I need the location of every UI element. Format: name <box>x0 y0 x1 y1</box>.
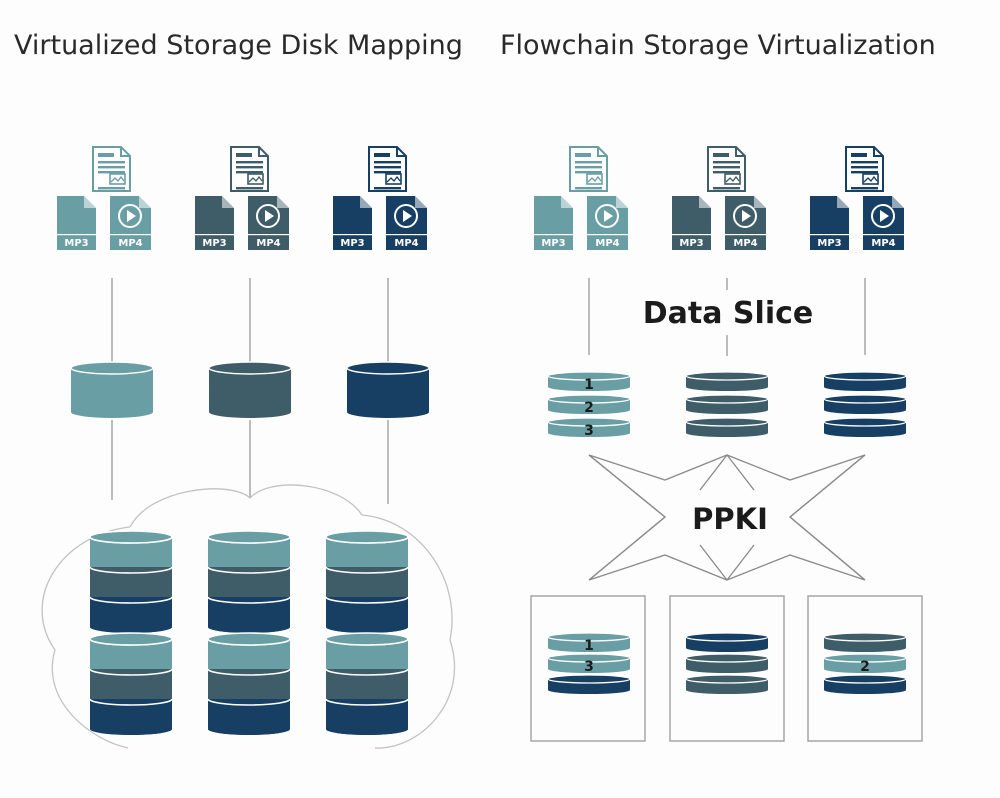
slice-number: 1 <box>584 638 594 654</box>
mp3-file-icon: MP3 <box>195 196 234 250</box>
disk-layer: 2 <box>547 394 631 416</box>
title-virtualized-storage: Virtualized Storage Disk Mapping <box>14 30 463 61</box>
disk-layer <box>823 674 907 694</box>
disk-layer <box>823 371 907 391</box>
mp4-file-icon: MP4 <box>110 196 151 250</box>
mp3-file-icon: MP3 <box>534 196 573 250</box>
mp4-label: MP4 <box>394 238 418 249</box>
disk-layer <box>685 653 769 673</box>
document-icon <box>230 146 269 192</box>
data-slice-label: Data Slice <box>643 296 813 331</box>
mp4-label: MP4 <box>871 238 895 249</box>
file-cluster-5: MP3 MP4 <box>672 146 766 250</box>
mp4-file-icon: MP4 <box>587 196 628 250</box>
file-cluster-3: MP3 MP4 <box>333 146 427 250</box>
left-connectors <box>111 278 389 504</box>
ppki-label: PPKI <box>692 502 768 536</box>
database-icon <box>208 361 292 418</box>
mp3-file-icon: MP3 <box>57 196 96 250</box>
mp3-file-icon: MP3 <box>333 196 372 250</box>
slice-number: 2 <box>584 400 594 416</box>
database-icon <box>325 632 409 735</box>
slice-number: 1 <box>584 377 594 393</box>
cloud-outline-icon <box>41 484 456 749</box>
mp3-label: MP3 <box>541 238 565 249</box>
document-icon <box>569 146 608 192</box>
slice-number: 3 <box>584 423 594 439</box>
node-stack-1: 13 <box>547 632 631 694</box>
node-boxes <box>530 595 923 742</box>
document-icon <box>92 146 131 192</box>
mp4-file-icon: MP4 <box>725 196 766 250</box>
ppki-network <box>588 454 866 581</box>
mp3-file-icon: MP3 <box>810 196 849 250</box>
file-cluster-6: MP3 MP4 <box>810 146 904 250</box>
disk-layer <box>823 632 907 652</box>
disk-layer <box>823 417 907 437</box>
title-flowchain-storage: Flowchain Storage Virtualization <box>500 30 936 61</box>
slice-stack-3 <box>823 371 907 437</box>
disk-layer: 2 <box>823 653 907 675</box>
mp4-label: MP4 <box>595 238 619 249</box>
slice-number: 2 <box>860 659 870 675</box>
database-icon <box>325 530 409 633</box>
database-icon <box>70 361 154 418</box>
slice-stack-2 <box>685 371 769 437</box>
file-cluster-1: MP3 MP4 <box>57 146 151 250</box>
disk-layer <box>823 394 907 414</box>
node-stack-3: 2 <box>823 632 907 694</box>
document-icon <box>707 146 746 192</box>
mp3-label: MP3 <box>340 238 364 249</box>
mp3-label: MP3 <box>64 238 88 249</box>
slice-stack-1: 1 2 3 <box>547 371 631 439</box>
right-connectors <box>588 278 866 356</box>
mp4-label: MP4 <box>256 238 280 249</box>
disk-layer <box>685 371 769 391</box>
mp4-label: MP4 <box>733 238 757 249</box>
database-icon <box>89 530 173 633</box>
database-icon <box>346 361 430 418</box>
database-icon <box>207 632 291 735</box>
mp3-label: MP3 <box>817 238 841 249</box>
disk-layer: 3 <box>547 417 631 439</box>
node-stack-2 <box>685 632 769 694</box>
mp3-file-icon: MP3 <box>672 196 711 250</box>
mp3-label: MP3 <box>202 238 226 249</box>
slice-number: 3 <box>584 659 594 675</box>
document-icon <box>845 146 884 192</box>
disk-layer: 1 <box>547 632 631 654</box>
file-cluster-4: MP3 MP4 <box>534 146 628 250</box>
database-icon <box>89 632 173 735</box>
database-icon <box>207 530 291 633</box>
mp4-file-icon: MP4 <box>386 196 427 250</box>
disk-layer: 3 <box>547 653 631 675</box>
mp4-file-icon: MP4 <box>248 196 289 250</box>
disk-layer <box>685 674 769 694</box>
disk-layer <box>685 632 769 652</box>
disk-layer: 1 <box>547 371 631 393</box>
disk-layer <box>685 417 769 437</box>
disk-layer <box>685 394 769 414</box>
file-cluster-2: MP3 MP4 <box>195 146 289 250</box>
mp4-file-icon: MP4 <box>863 196 904 250</box>
mp3-label: MP3 <box>679 238 703 249</box>
disk-layer <box>547 674 631 694</box>
document-icon <box>368 146 407 192</box>
mp4-label: MP4 <box>118 238 142 249</box>
